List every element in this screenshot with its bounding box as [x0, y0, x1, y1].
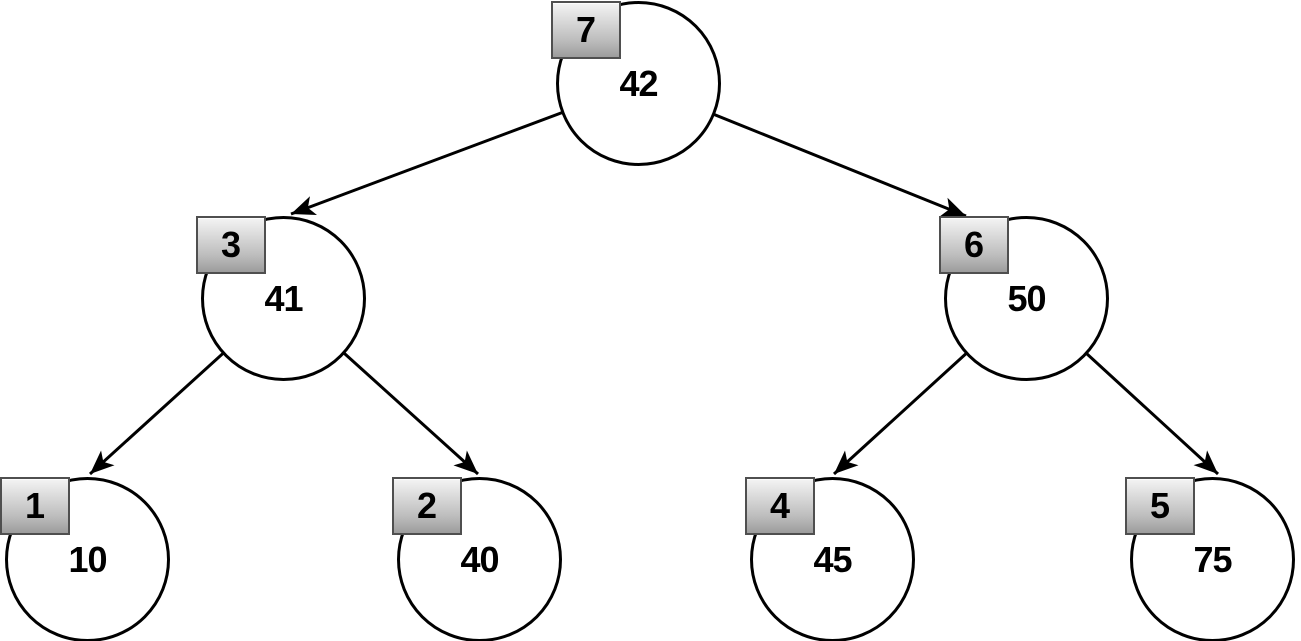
node-order-badge: 5	[1125, 477, 1195, 535]
node-order-label: 6	[963, 224, 985, 265]
node-order-label: 7	[575, 9, 597, 50]
tree-node-leaf-75: 75 5	[1125, 477, 1295, 641]
node-order-badge: 6	[939, 216, 1009, 274]
node-order-label: 2	[416, 485, 438, 526]
tree-node-left: 41 3	[196, 216, 366, 381]
tree-node-root: 42 7	[551, 1, 721, 166]
node-value: 75	[1193, 538, 1232, 580]
node-order-badge: 1	[0, 477, 70, 535]
node-value: 41	[264, 277, 303, 319]
tree-node-leaf-10: 10 1	[0, 477, 170, 641]
node-order-badge: 3	[196, 216, 266, 274]
node-order-label: 4	[769, 485, 791, 526]
node-value: 50	[1007, 277, 1046, 319]
tree-node-leaf-45: 45 4	[745, 477, 915, 641]
tree-node-leaf-40: 40 2	[392, 477, 562, 641]
node-value: 40	[460, 538, 499, 580]
node-value: 10	[68, 538, 107, 580]
tree-node-right: 50 6	[939, 216, 1109, 381]
node-order-badge: 2	[392, 477, 462, 535]
node-value: 42	[619, 62, 658, 104]
node-order-label: 1	[24, 485, 46, 526]
node-order-badge: 4	[745, 477, 815, 535]
node-circle: 75	[1130, 477, 1295, 641]
node-order-label: 5	[1149, 485, 1171, 526]
node-value: 45	[813, 538, 852, 580]
node-order-badge: 7	[551, 1, 621, 59]
node-order-label: 3	[220, 224, 242, 265]
